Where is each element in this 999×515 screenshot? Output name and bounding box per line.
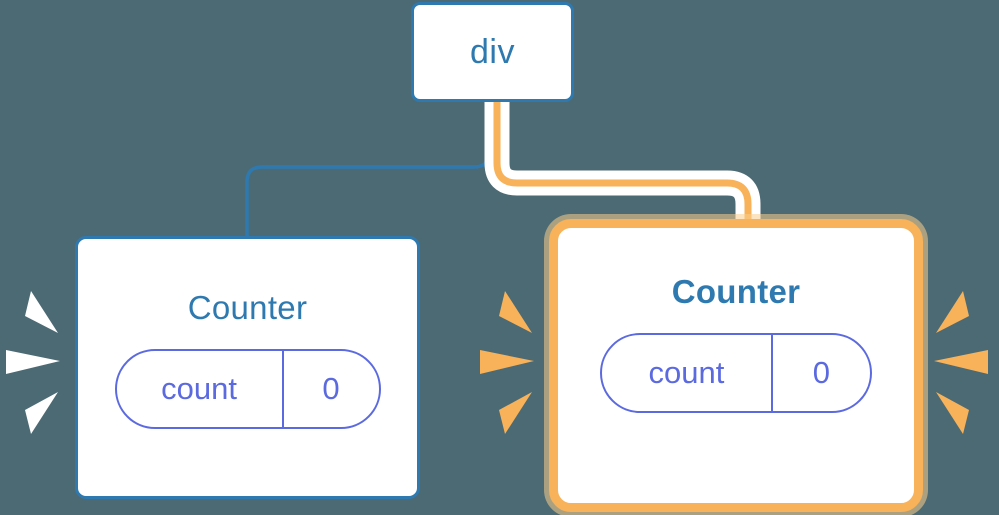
state-key-left: count	[117, 351, 284, 427]
card-title-left: Counter	[187, 289, 308, 326]
state-key-right: count	[602, 335, 773, 411]
connector-right-halo	[484, 100, 761, 232]
state-value-right: 0	[812, 355, 831, 390]
state-pill-left[interactable]: count 0	[114, 349, 381, 429]
card-counter-right[interactable]: Counter count 0	[549, 219, 923, 512]
connector-right-orange	[493, 100, 752, 232]
node-div[interactable]: div	[411, 2, 574, 102]
state-pill-right[interactable]: count 0	[600, 333, 872, 413]
node-div-label: div	[470, 32, 515, 71]
connector-left-blue	[245, 100, 491, 240]
card-counter-left[interactable]: Counter count 0	[75, 236, 420, 499]
card-title-right: Counter	[671, 273, 801, 310]
state-value-left: 0	[322, 371, 340, 406]
